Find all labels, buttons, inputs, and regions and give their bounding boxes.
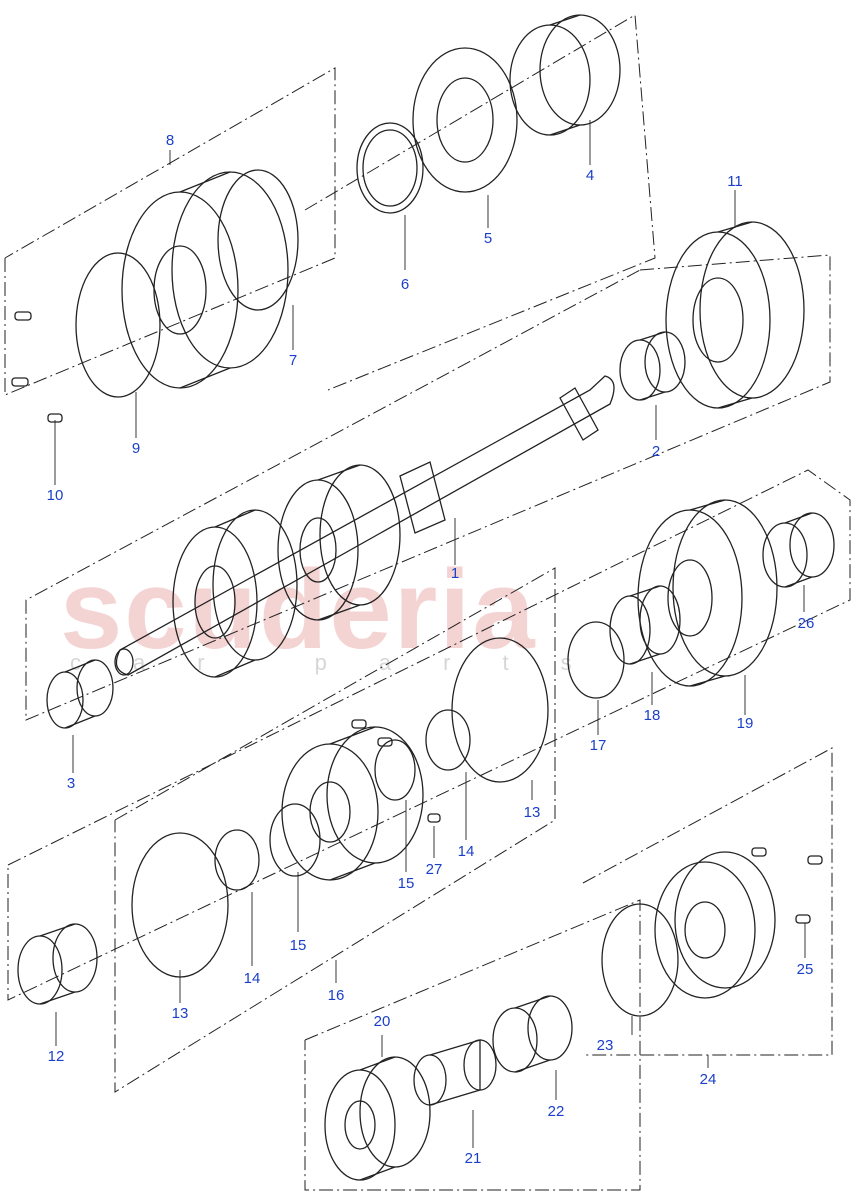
bearing-2: [619, 331, 686, 401]
gear-4: [509, 14, 621, 136]
synchro-assembly-8: [11, 169, 299, 423]
callout-18: 18: [643, 707, 661, 724]
callout-22: 22: [547, 1103, 565, 1120]
callout-27: 27: [425, 861, 443, 878]
gear-5: [412, 47, 518, 193]
gear-19: [637, 499, 778, 687]
gear-11: [665, 221, 805, 409]
shaft-gear-large: [172, 509, 298, 678]
synchro-assembly-24: [601, 847, 823, 1017]
gear-20: [324, 1056, 431, 1181]
bearing-12: [17, 923, 98, 1005]
callout-2: 2: [651, 443, 661, 460]
callout-15-lower: 15: [289, 937, 307, 954]
watermark-sub: car parts: [70, 650, 624, 675]
callout-21: 21: [464, 1150, 482, 1167]
callout-13-upper: 13: [523, 804, 541, 821]
main-shaft: [114, 375, 615, 676]
snap-ring-17: [567, 621, 625, 699]
callout-14-lower: 14: [243, 970, 261, 987]
callout-17: 17: [589, 737, 607, 754]
synchro-assembly-16: [131, 637, 549, 978]
bearing-22: [492, 995, 573, 1073]
callout-4: 4: [585, 167, 595, 184]
callout-10: 10: [46, 487, 64, 504]
callout-11: 11: [727, 173, 743, 190]
bearing-26: [762, 512, 835, 588]
callout-12: 12: [47, 1048, 65, 1065]
leader-lines: [54, 120, 806, 1148]
callout-26: 26: [797, 615, 815, 632]
callout-20: 20: [373, 1013, 391, 1030]
callout-8: 8: [165, 132, 175, 149]
callout-19: 19: [736, 715, 754, 732]
callout-5: 5: [483, 230, 493, 247]
callout-9: 9: [131, 440, 141, 457]
callout-1: 1: [450, 565, 460, 582]
callout-25: 25: [796, 961, 814, 978]
callout-6: 6: [400, 276, 410, 293]
snap-ring-6: [356, 122, 424, 214]
callout-16: 16: [327, 987, 345, 1004]
callout-24: 24: [699, 1071, 717, 1088]
callout-13-lower: 13: [171, 1005, 189, 1022]
callout-15-upper: 15: [397, 875, 415, 892]
callout-14-upper: 14: [457, 843, 475, 860]
callout-3: 3: [66, 775, 76, 792]
bearing-18: [609, 585, 681, 665]
bearing-3: [46, 659, 114, 729]
callout-7: 7: [288, 352, 298, 369]
callout-23: 23: [596, 1037, 614, 1054]
sleeve-21: [413, 1039, 497, 1106]
group-box-lines: [4, 14, 851, 1191]
shaft-gear-small: [277, 464, 401, 621]
